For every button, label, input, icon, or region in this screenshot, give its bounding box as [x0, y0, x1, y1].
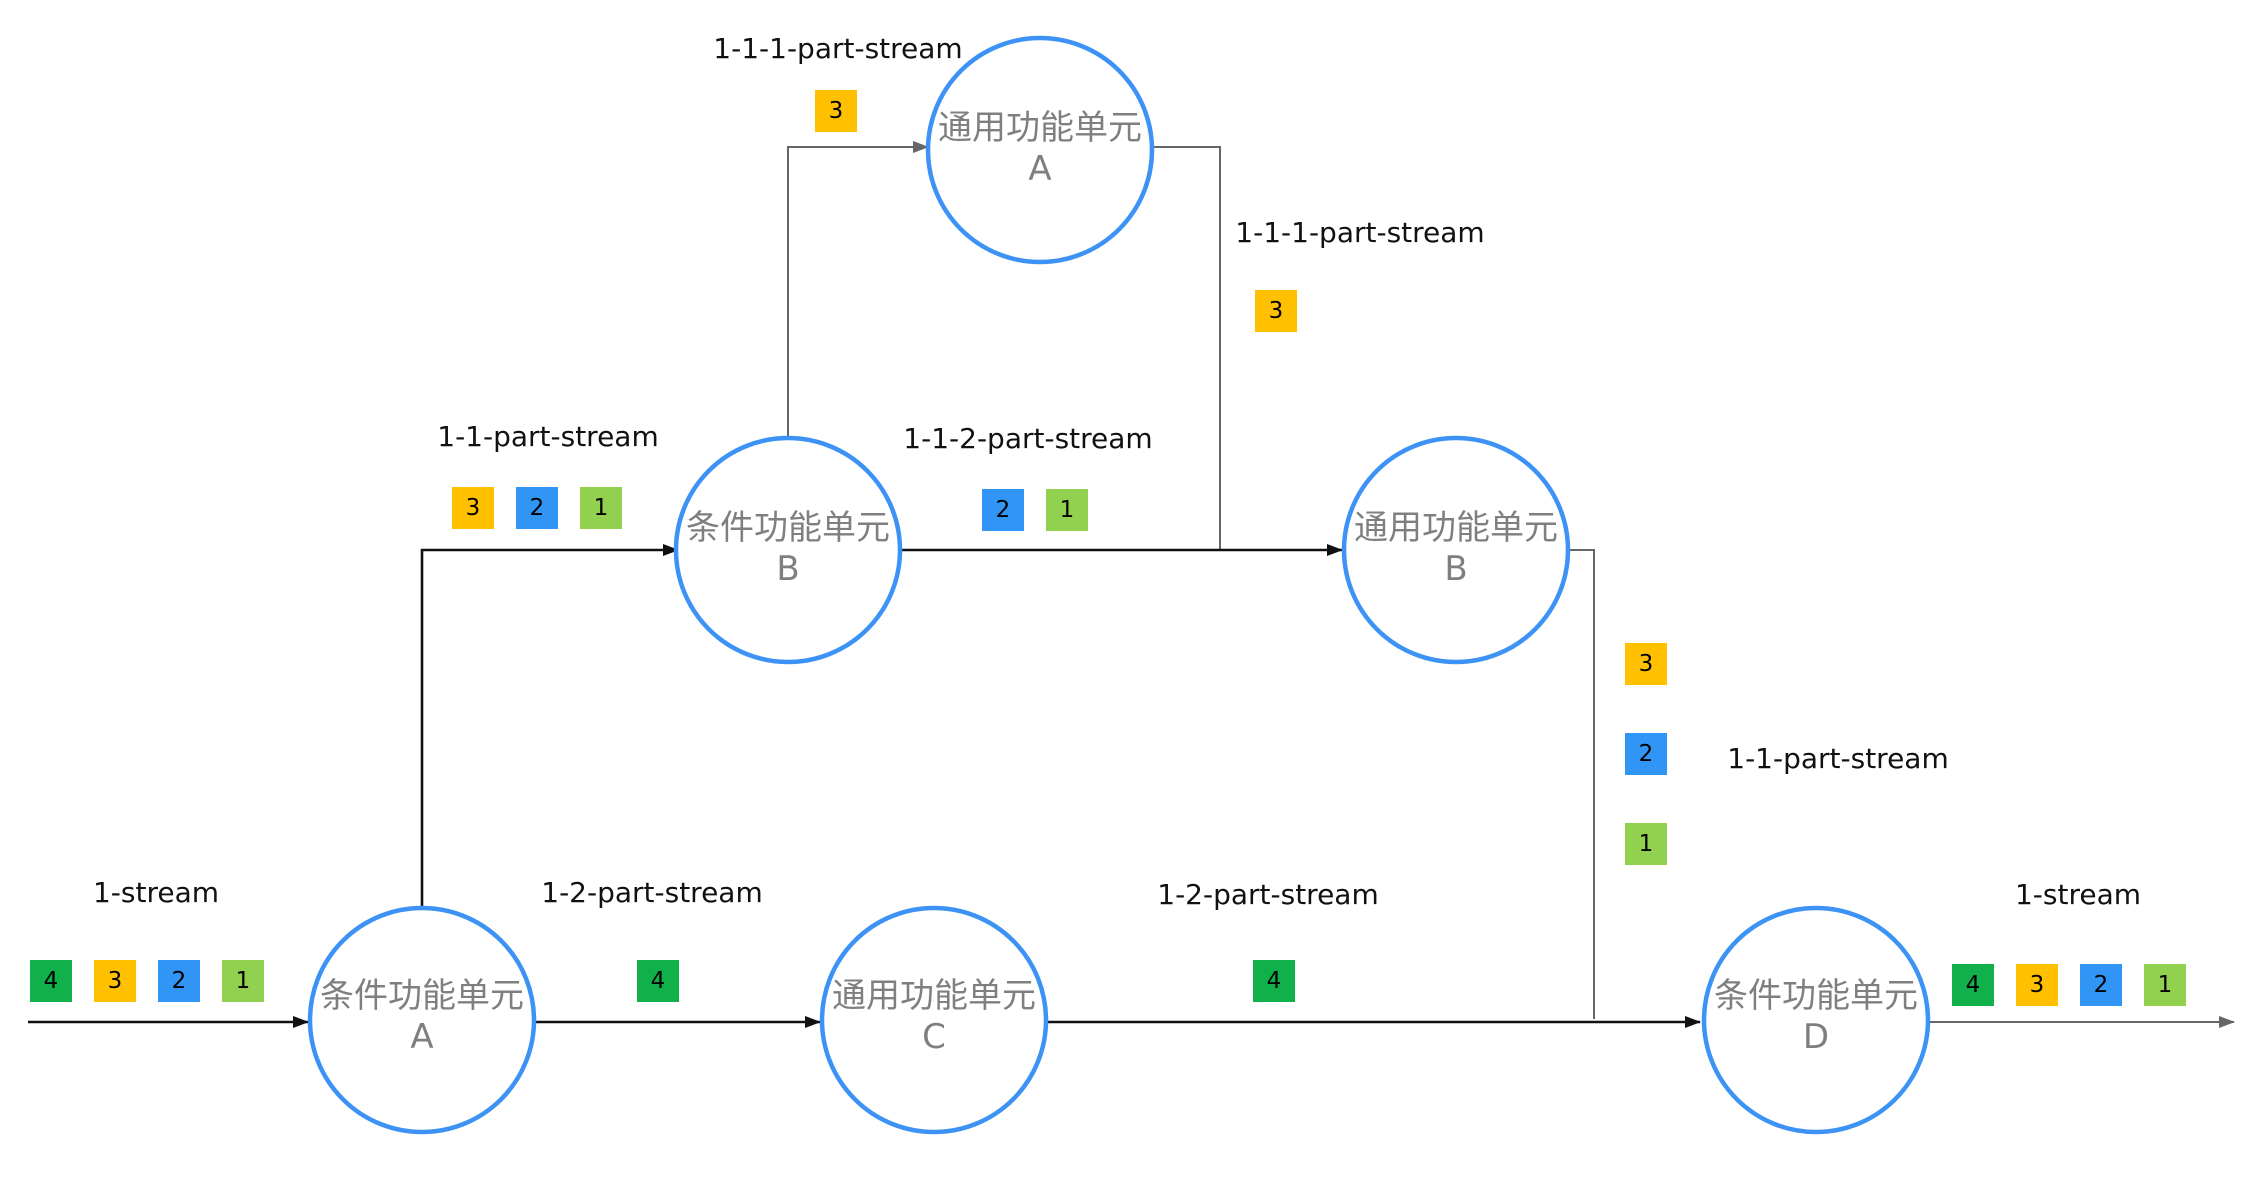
tokens-gen-a-out: 3 — [1255, 290, 1297, 332]
token-3: 3 — [452, 487, 494, 529]
svg-text:1: 1 — [594, 495, 609, 521]
edge-gen-b-to-cond-d — [1568, 549, 1595, 1019]
tokens-to-cond-b: 3 2 1 — [452, 487, 622, 529]
edge-gen-a-to-gen-b — [1150, 146, 1221, 550]
svg-text:4: 4 — [651, 968, 666, 994]
token-3: 3 — [815, 90, 857, 132]
node-cond-b: 条件功能单元 B — [673, 435, 903, 665]
svg-text:3: 3 — [466, 495, 481, 521]
token-3: 3 — [94, 960, 136, 1002]
label-bottom-12-stream-right: 1-2-part-stream — [1157, 878, 1378, 911]
node-gen-c-line2: C — [922, 1017, 946, 1057]
token-2: 2 — [982, 489, 1024, 531]
tokens-to-gen-a: 3 — [815, 90, 857, 132]
svg-text:3: 3 — [1639, 651, 1654, 677]
tokens-gen-c-out: 4 — [1253, 960, 1295, 1002]
edge-cond-b-to-gen-a — [787, 141, 929, 437]
token-4: 4 — [30, 960, 72, 1002]
label-top-111-stream: 1-1-1-part-stream — [713, 32, 962, 65]
label-right-11-stream: 1-1-part-stream — [1727, 742, 1948, 775]
edges — [28, 141, 2235, 1028]
label-left-11-stream: 1-1-part-stream — [437, 420, 658, 453]
token-2: 2 — [2080, 964, 2122, 1006]
token-1: 1 — [222, 960, 264, 1002]
svg-text:1: 1 — [236, 968, 251, 994]
node-cond-d-line1: 条件功能单元 — [1714, 976, 1918, 1016]
edge-cond-a-to-cond-b — [420, 544, 679, 906]
token-2: 2 — [1625, 733, 1667, 775]
svg-text:2: 2 — [530, 495, 545, 521]
node-gen-b-line2: B — [1444, 549, 1467, 589]
label-bottom-12-stream-left: 1-2-part-stream — [541, 876, 762, 909]
node-gen-a-line1: 通用功能单元 — [938, 108, 1142, 148]
label-right-111-stream: 1-1-1-part-stream — [1235, 216, 1484, 249]
svg-text:2: 2 — [996, 497, 1011, 523]
svg-text:3: 3 — [829, 98, 844, 124]
token-1: 1 — [1625, 823, 1667, 865]
token-3: 3 — [1255, 290, 1297, 332]
svg-text:1: 1 — [1639, 831, 1654, 857]
svg-text:1: 1 — [2158, 972, 2173, 998]
node-cond-b-line2: B — [776, 549, 799, 589]
node-gen-c: 通用功能单元 C — [819, 905, 1049, 1135]
svg-text:3: 3 — [108, 968, 123, 994]
token-4: 4 — [1952, 964, 1994, 1006]
node-cond-a-line2: A — [410, 1017, 433, 1057]
token-2: 2 — [158, 960, 200, 1002]
svg-text:3: 3 — [2030, 972, 2045, 998]
node-gen-b-line1: 通用功能单元 — [1354, 508, 1558, 548]
tokens-to-gen-c: 4 — [637, 960, 679, 1002]
token-3: 3 — [1625, 643, 1667, 685]
svg-text:4: 4 — [1966, 972, 1981, 998]
tokens-gen-b-out: 3 2 1 — [1625, 643, 1667, 865]
node-cond-d-line2: D — [1803, 1017, 1829, 1057]
token-1: 1 — [2144, 964, 2186, 1006]
stream-labels: 1-stream 1-1-1-part-stream 1-1-1-part-st… — [93, 32, 2141, 911]
token-3: 3 — [2016, 964, 2058, 1006]
tokens-input: 4 3 2 1 — [30, 960, 264, 1002]
svg-text:1: 1 — [1060, 497, 1075, 523]
token-4: 4 — [637, 960, 679, 1002]
svg-text:2: 2 — [172, 968, 187, 994]
node-gen-b: 通用功能单元 B — [1341, 435, 1571, 665]
svg-text:3: 3 — [1269, 298, 1284, 324]
svg-text:2: 2 — [2094, 972, 2109, 998]
node-cond-a: 条件功能单元 A — [307, 905, 537, 1135]
label-mid-112-stream: 1-1-2-part-stream — [903, 422, 1152, 455]
node-cond-a-line1: 条件功能单元 — [320, 976, 524, 1016]
label-output-stream: 1-stream — [2015, 878, 2141, 911]
node-gen-c-line1: 通用功能单元 — [832, 976, 1036, 1016]
node-gen-a: 通用功能单元 A — [925, 35, 1155, 265]
token-1: 1 — [580, 487, 622, 529]
token-2: 2 — [516, 487, 558, 529]
token-1: 1 — [1046, 489, 1088, 531]
token-4: 4 — [1253, 960, 1295, 1002]
label-input-stream: 1-stream — [93, 876, 219, 909]
tokens-output: 4 3 2 1 — [1952, 964, 2186, 1006]
node-cond-d: 条件功能单元 D — [1701, 905, 1931, 1135]
svg-text:4: 4 — [1267, 968, 1282, 994]
svg-text:4: 4 — [44, 968, 59, 994]
node-gen-a-line2: A — [1028, 149, 1051, 189]
svg-text:2: 2 — [1639, 741, 1654, 767]
node-cond-b-line1: 条件功能单元 — [686, 508, 890, 548]
